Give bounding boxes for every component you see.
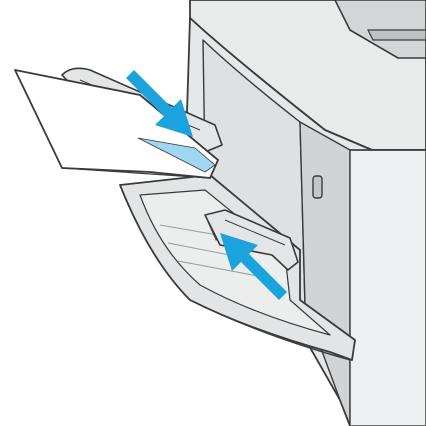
paper-sheet-edge: [61, 167, 211, 179]
output-bin-lip: [367, 29, 426, 41]
printer-side: [349, 149, 426, 426]
output-bin: [334, 0, 426, 59]
front-edge-strip: [299, 121, 351, 426]
arrow-left-icon: [220, 233, 290, 300]
paper-guide-bottom-ridge: [224, 219, 286, 246]
tray-latch: [312, 175, 323, 199]
arrow-right-icon: [123, 70, 193, 137]
tray-extension-edge: [189, 299, 351, 361]
guide-highlight-top: [137, 137, 216, 173]
